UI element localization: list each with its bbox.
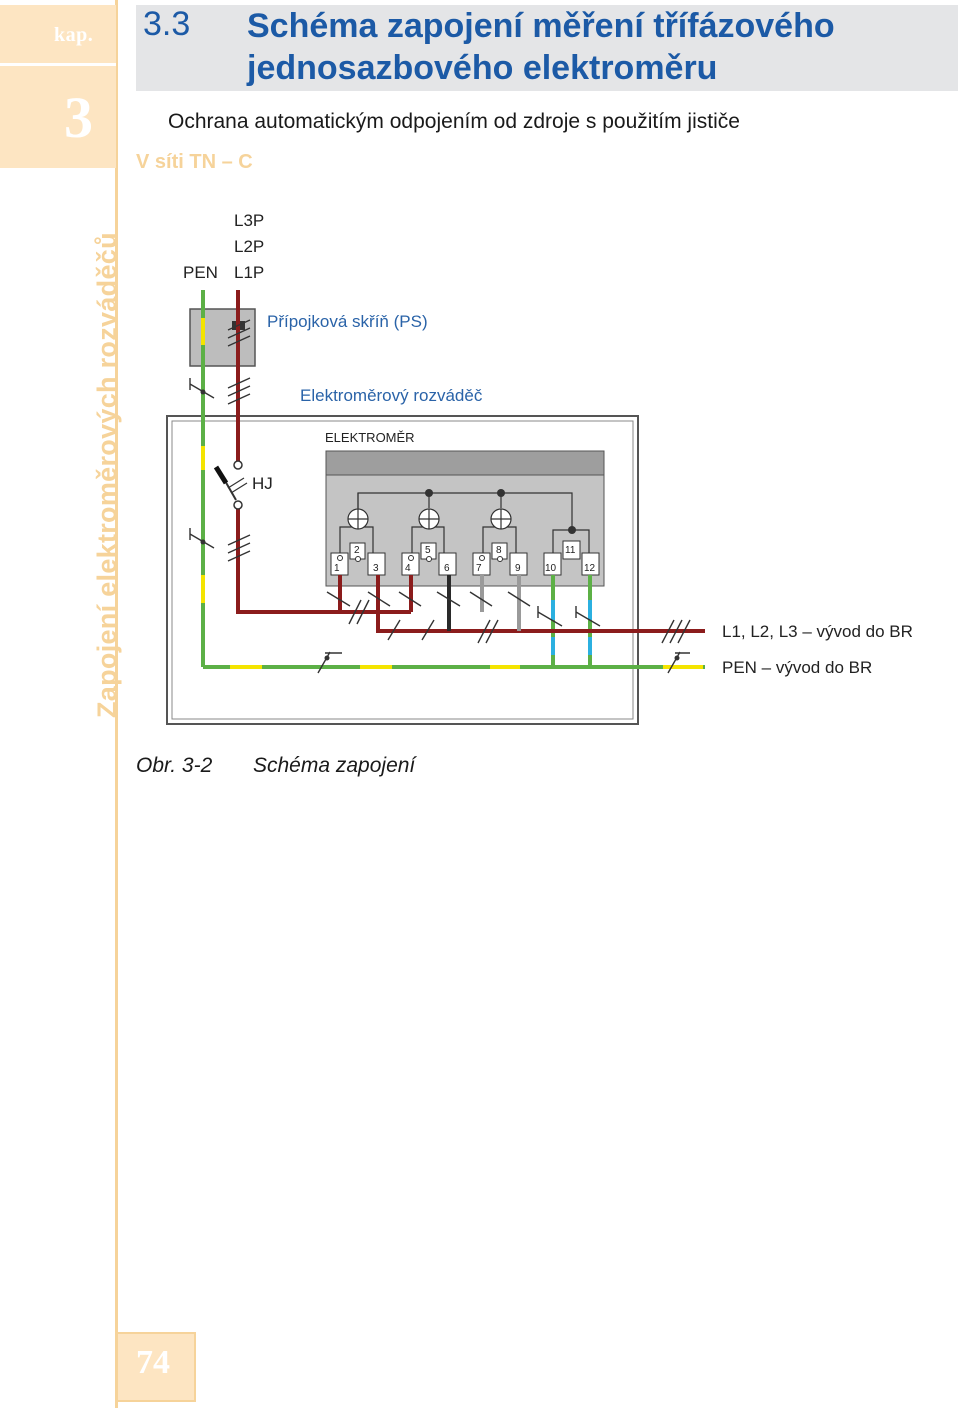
terminal-4: 4: [405, 563, 411, 574]
kap-box: [0, 5, 116, 63]
kap-label: kap.: [54, 24, 94, 46]
section-title: Schéma zapojení měření třífázového jedno…: [247, 5, 947, 89]
terminal-5: 5: [425, 545, 431, 556]
margin-strip: [0, 0, 118, 1408]
section-number: 3.3: [143, 5, 191, 43]
heading-band: [136, 5, 958, 91]
outlet-pen-label: PEN – vývod do BR: [722, 658, 872, 677]
neutral-tick-marks: [326, 591, 601, 627]
kap-separator: [0, 63, 116, 66]
label-l3p: L3P: [234, 211, 264, 230]
terminal-6: 6: [444, 563, 450, 574]
terminal-7: 7: [476, 563, 482, 574]
meter-coils: [347, 508, 512, 530]
terminal-2: 2: [354, 545, 360, 556]
terminal-3: 3: [373, 563, 379, 574]
er-label: Elektroměrový rozváděč: [300, 386, 483, 405]
figure-label: Obr. 3-2: [136, 754, 213, 777]
terminal-10: 10: [545, 563, 557, 574]
main-breaker: [213, 460, 248, 510]
neutral-risers: [551, 575, 592, 667]
board-frame-inner: [171, 420, 634, 720]
label-l1p: L1P: [234, 263, 264, 282]
terminal-1: 1: [334, 563, 340, 574]
breaker-label: HJ: [252, 474, 273, 493]
wiring-diagram: L3P L2P L1P PEN Přípojková skříň (PS) El…: [166, 211, 913, 725]
page-number-box: [116, 1332, 196, 1402]
terminal-11: 11: [565, 545, 576, 556]
meter-output-wires: [447, 575, 521, 631]
meter-label: ELEKTROMĚR: [325, 430, 415, 445]
service-box: [189, 308, 256, 367]
terminal-numbers: 1 2 3 4 5 6 7 8 9 10 11 12: [334, 545, 596, 574]
chapter-number: 3: [64, 85, 93, 150]
meter-terminal-blocks: [330, 540, 600, 576]
terminal-8: 8: [496, 545, 502, 556]
pe-tick-dots: [200, 389, 680, 661]
outlet-phases-label: L1, L2, L3 – vývod do BR: [722, 622, 913, 641]
terminal-screws: [337, 555, 503, 562]
meter-junctions: [425, 489, 576, 534]
phase-tick-marks: [227, 319, 691, 644]
section-title-line1: Schéma zapojení měření třífázového: [247, 7, 835, 45]
terminal-12: 12: [584, 563, 596, 574]
chapter-box: [0, 66, 116, 168]
label-pen: PEN: [183, 263, 218, 282]
pen-conductor: [201, 290, 705, 669]
meter-display: [325, 450, 605, 476]
section-title-line2: jednosazbového elektroměru: [247, 49, 718, 87]
figure-caption: Schéma zapojení: [253, 754, 416, 777]
page-number: 74: [136, 1344, 170, 1381]
terminal-9: 9: [515, 563, 521, 574]
network-type: V síti TN – C: [136, 151, 253, 173]
board-frame-outer: [166, 415, 639, 725]
ps-label: Přípojková skříň (PS): [267, 312, 428, 331]
subtitle: Ochrana automatickým odpojením od zdroje…: [168, 110, 740, 133]
phase-conductor: [236, 290, 705, 633]
label-l2p: L2P: [234, 237, 264, 256]
